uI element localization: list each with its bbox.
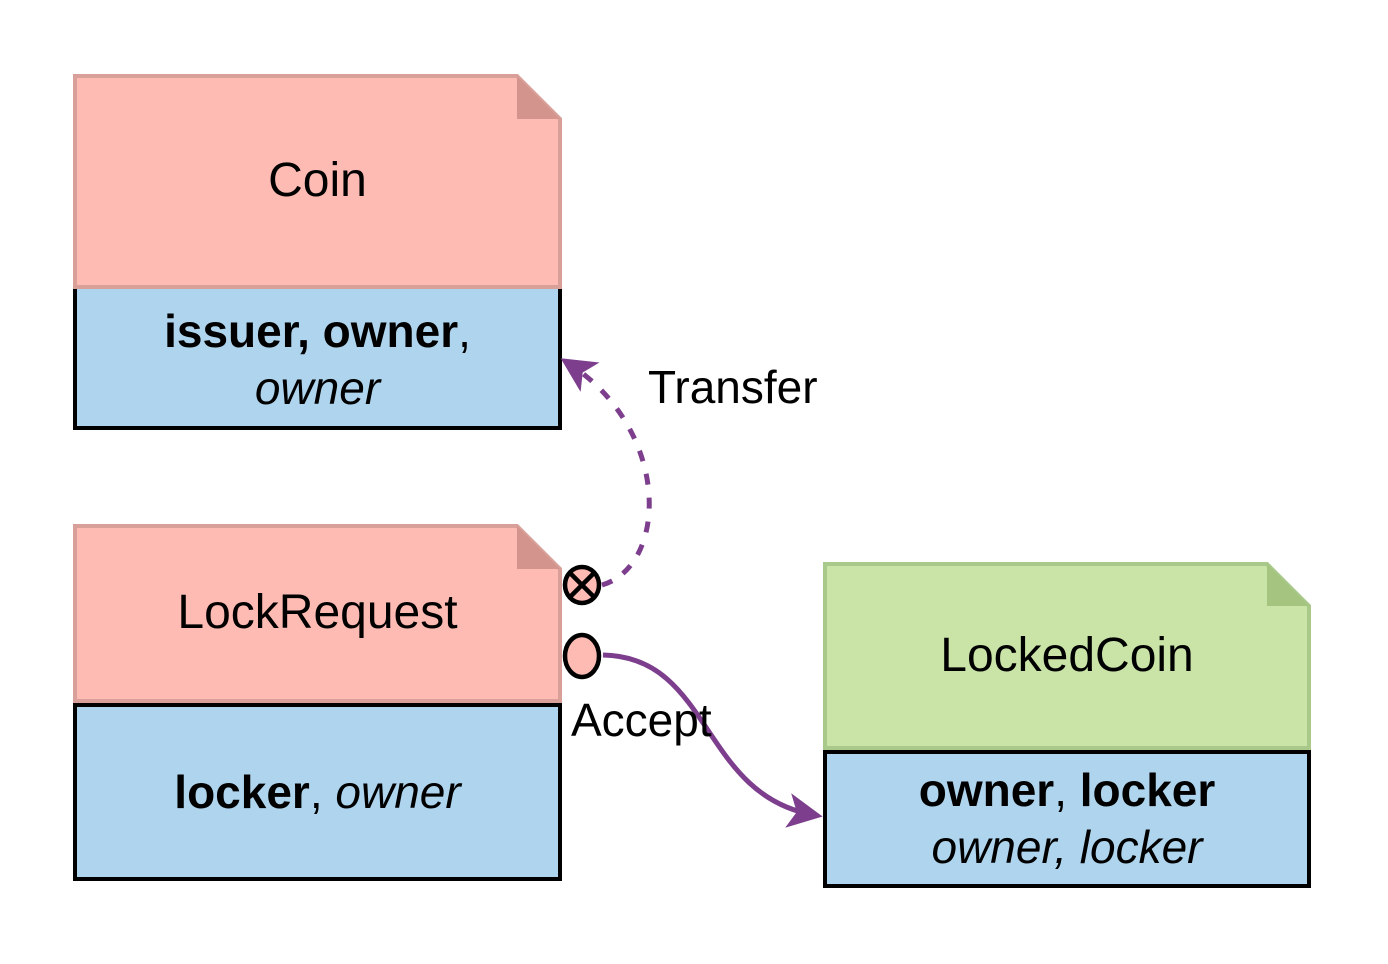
crossed-circle-icon — [562, 564, 602, 606]
lockedcoin-header-shape — [823, 562, 1311, 750]
coin-body-shape — [73, 289, 562, 430]
transfer-edge-label: Transfer — [648, 361, 818, 413]
lockrequest-corner-fold-icon — [517, 526, 560, 569]
accept-edge-label: Accept — [571, 694, 712, 746]
lockedcoin-attributes-line2: owner, locker — [931, 821, 1203, 873]
lockedcoin-attributes-line1: owner, locker — [918, 764, 1216, 816]
lockrequest-header-shape — [73, 524, 562, 703]
lockedcoin-attributes: owner, locker owner, locker — [823, 750, 1311, 888]
coin-corner-fold-icon — [517, 76, 560, 119]
accept-edge — [602, 652, 823, 828]
coin-attributes-line2: owner — [254, 361, 381, 414]
lockedcoin-title: LockedCoin — [940, 628, 1194, 682]
lockrequest-body-shape — [73, 703, 562, 881]
transfer-edge — [560, 358, 652, 588]
coin-header-shape — [73, 74, 562, 289]
coin-body-outline — [73, 289, 562, 430]
coin-attributes: issuer, owner, owner — [73, 289, 562, 430]
lockrequest-title: LockRequest — [177, 586, 458, 640]
lockrequest-attributes-line1: locker, owner — [174, 765, 461, 818]
open-circle-icon — [562, 632, 602, 680]
lockedcoin-body-shape — [823, 750, 1311, 888]
coin-attributes-line1: issuer, owner, — [164, 304, 471, 357]
lockedcoin-corner-fold-icon — [1267, 564, 1309, 606]
lockrequest-attributes: locker, owner — [73, 703, 562, 881]
coin-title: Coin — [268, 154, 367, 208]
